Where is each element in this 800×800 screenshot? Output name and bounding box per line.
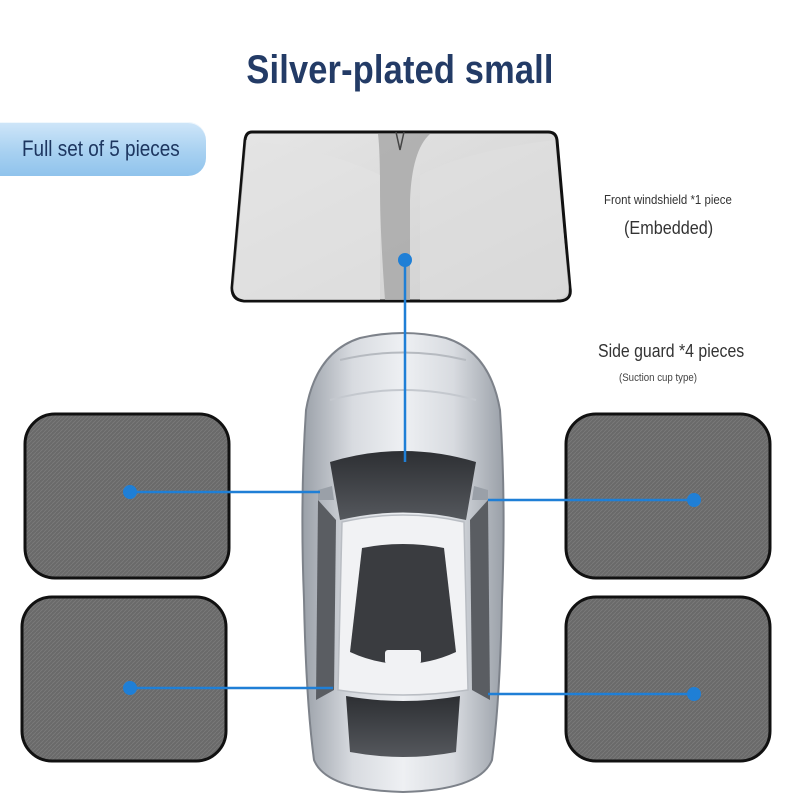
pieces-badge-label: Full set of 5 pieces	[22, 136, 180, 161]
connector-dot-icon	[398, 253, 412, 267]
pieces-badge: Full set of 5 pieces	[0, 122, 206, 176]
side-guard-label: Side guard *4 pieces	[598, 341, 745, 361]
side-guard-sublabel: (Suction cup type)	[619, 372, 698, 384]
side-guard-front-right-icon	[564, 412, 772, 580]
connector-dot-icon	[687, 493, 701, 507]
side-guard-rear-left-icon	[20, 595, 228, 763]
connector-dot-icon	[123, 485, 137, 499]
windshield-sublabel: (Embedded)	[624, 218, 714, 238]
connector-dot-icon	[687, 687, 701, 701]
page-title: Silver-plated small	[246, 48, 554, 92]
windshield-shade-icon	[230, 130, 572, 303]
connector-lines	[130, 260, 694, 696]
windshield-label: Front windshield *1 piece	[604, 192, 732, 207]
side-guard-rear-right-icon	[564, 595, 772, 763]
car-top-view-icon	[301, 332, 505, 794]
connector-dot-icon	[123, 681, 137, 695]
